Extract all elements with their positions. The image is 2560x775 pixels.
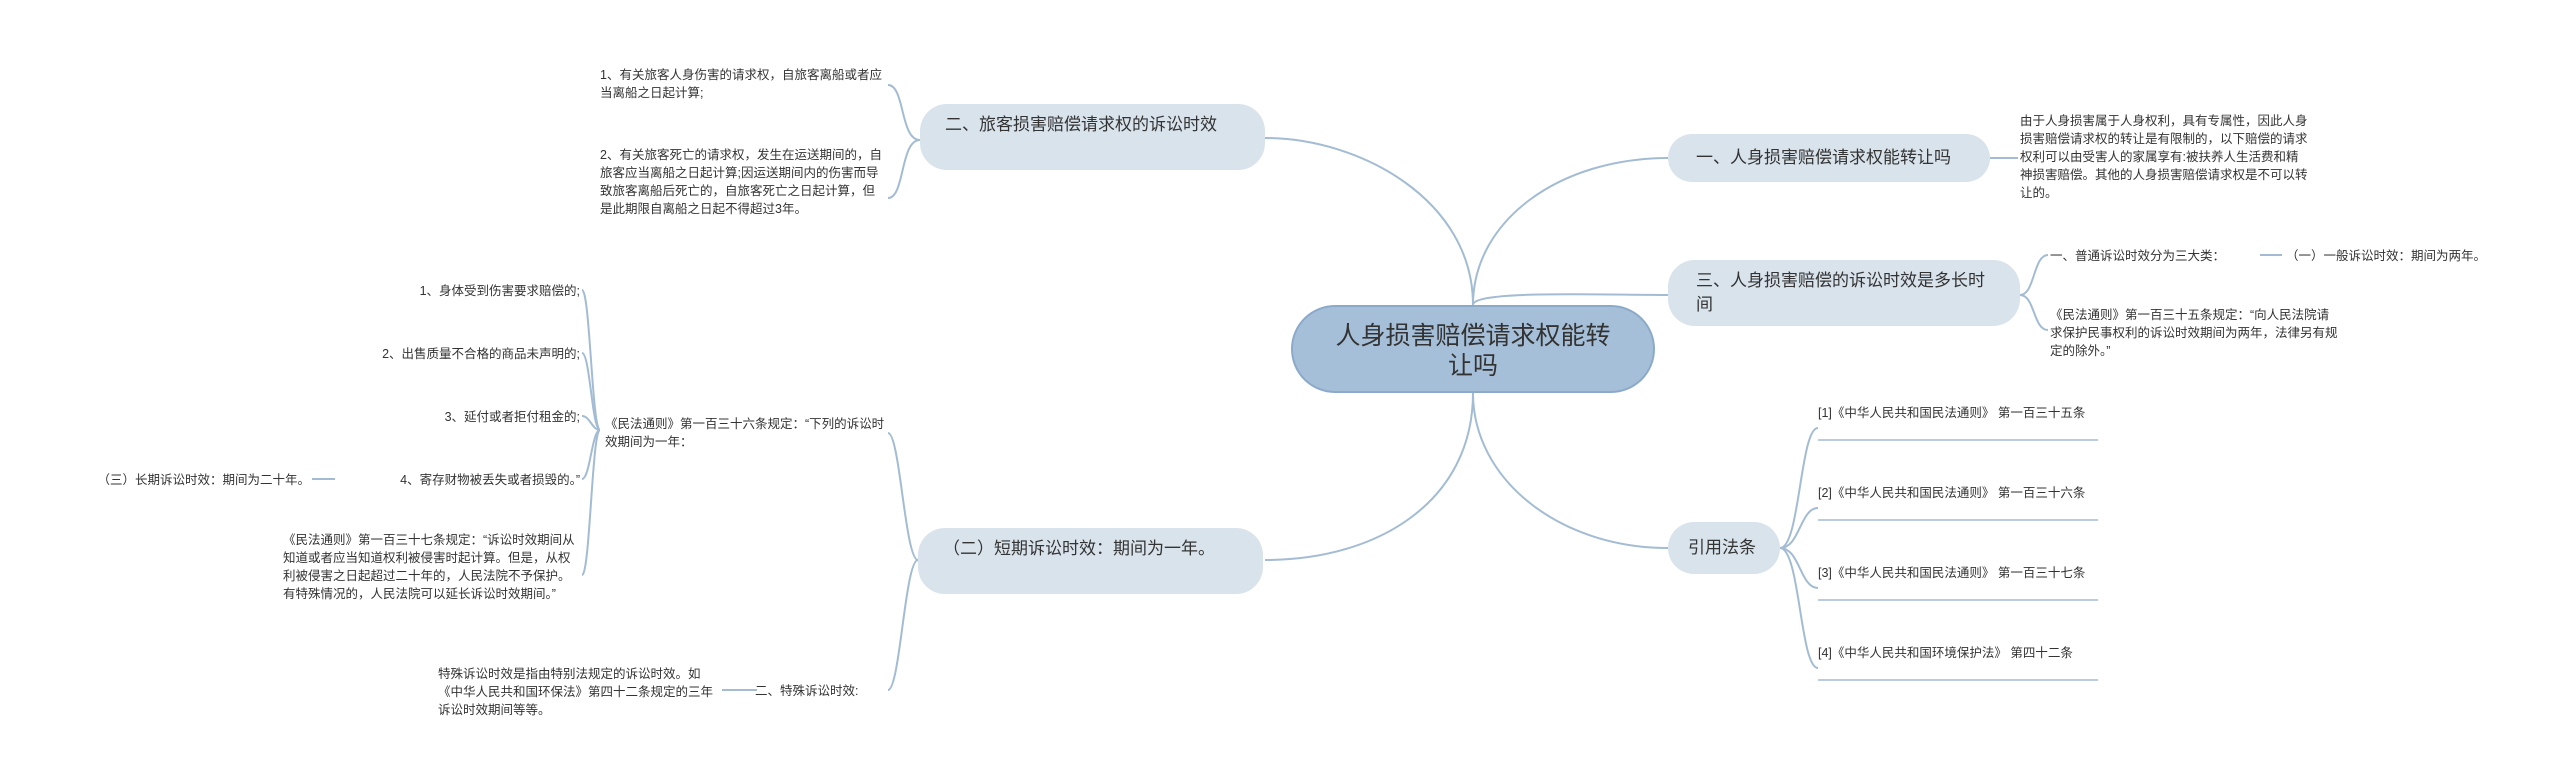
leaf-item-3: 3、延付或者拒付租金的; [330,408,580,426]
leaf-article-136: 《民法通则》第一百三十六条规定：“下列的诉讼时效期间为一年： [605,415,895,451]
leaf-item-2: 2、出售质量不合格的商品未声明的; [300,345,580,363]
leaf-transfer-detail: 由于人身损害属于人身权利，具有专属性，因此人身损害赔偿请求权的转让是有限制的，以… [2020,112,2310,202]
leaf-item-1: 1、身体受到伤害要求赔偿的; [330,282,580,300]
leaf-passenger-death: 2、有关旅客死亡的请求权，发生在运送期间的，自旅客应当离船之日起计算;因运送期间… [600,146,885,218]
branch-transferability[interactable]: 一、人身损害赔偿请求权能转让吗 [1668,134,1990,182]
branch-short-limitation[interactable]: （二）短期诉讼时效：期间为一年。 [918,528,1263,594]
branch-label: 引用法条 [1688,538,1756,557]
leaf-text: [4]《中华人民共和国环境保护法》 第四十二条 [1818,646,2073,660]
leaf-text: 《民法通则》第一百三十七条规定：“诉讼时效期间从知道或者应当知道权利被侵害时起计… [283,533,575,601]
leaf-article-137: 《民法通则》第一百三十七条规定：“诉讼时效期间从知道或者应当知道权利被侵害时起计… [283,531,578,603]
leaf-text: 特殊诉讼时效是指由特别法规定的诉讼时效。如《中华人民共和国环保法》第四十二条规定… [438,667,714,717]
leaf-text: 二、特殊诉讼时效: [755,684,859,698]
citation-2[interactable]: [2]《中华人民共和国民法通则》 第一百三十六条 [1818,484,2098,502]
leaf-text: [2]《中华人民共和国民法通则》 第一百三十六条 [1818,486,2086,500]
leaf-general-limitation: （一）一般诉讼时效：期间为两年。 [2286,247,2526,265]
leaf-item-4: 4、寄存财物被丢失或者损毁的。” [338,471,580,489]
leaf-text: [3]《中华人民共和国民法通则》 第一百三十七条 [1818,566,2086,580]
branch-label: 一、人身损害赔偿请求权能转让吗 [1696,148,1951,167]
branch-label: 二、旅客损害赔偿请求权的诉讼时效 [945,115,1217,134]
branch-label: 三、人身损害赔偿的诉讼时效是多长时间 [1696,271,1985,314]
leaf-text: 由于人身损害属于人身权利，具有专属性，因此人身损害赔偿请求权的转让是有限制的，以… [2020,114,2308,200]
leaf-text: （一）一般诉讼时效：期间为两年。 [2286,249,2487,263]
leaf-text: 3、延付或者拒付租金的; [444,410,580,424]
branch-cited-laws[interactable]: 引用法条 [1668,522,1780,574]
citation-3[interactable]: [3]《中华人民共和国民法通则》 第一百三十七条 [1818,564,2098,582]
leaf-long-limitation: （三）长期诉讼时效：期间为二十年。 [70,471,310,489]
leaf-article-135: 《民法通则》第一百三十五条规定：“向人民法院请求保护民事权利的诉讼时效期间为两年… [2050,306,2340,360]
leaf-special-limitation: 二、特殊诉讼时效: [755,682,885,700]
leaf-text: 4、寄存财物被丢失或者损毁的。” [400,473,580,487]
branch-label: （二）短期诉讼时效：期间为一年。 [943,539,1215,558]
leaf-ordinary-limitation: 一、普通诉讼时效分为三大类： [2050,247,2265,265]
branch-passenger-limitation[interactable]: 二、旅客损害赔偿请求权的诉讼时效 [920,104,1265,170]
leaf-text: 《民法通则》第一百三十五条规定：“向人民法院请求保护民事权利的诉讼时效期间为两年… [2050,308,2338,358]
leaf-text: [1]《中华人民共和国民法通则》 第一百三十五条 [1818,406,2086,420]
citation-4[interactable]: [4]《中华人民共和国环境保护法》 第四十二条 [1818,644,2098,662]
leaf-text: 1、身体受到伤害要求赔偿的; [419,284,580,298]
leaf-text: 2、有关旅客死亡的请求权，发生在运送期间的，自旅客应当离船之日起计算;因运送期间… [600,148,882,216]
root-node[interactable]: 人身损害赔偿请求权能转让吗 [1291,305,1655,393]
leaf-text: 《民法通则》第一百三十六条规定：“下列的诉讼时效期间为一年： [605,417,885,449]
leaf-passenger-injury: 1、有关旅客人身伤害的请求权，自旅客离船或者应当离船之日起计算; [600,66,885,102]
citation-1[interactable]: [1]《中华人民共和国民法通则》 第一百三十五条 [1818,404,2098,422]
leaf-text: 1、有关旅客人身伤害的请求权，自旅客离船或者应当离船之日起计算; [600,68,882,100]
leaf-special-detail: 特殊诉讼时效是指由特别法规定的诉讼时效。如《中华人民共和国环保法》第四十二条规定… [438,665,723,719]
branch-limitation-period[interactable]: 三、人身损害赔偿的诉讼时效是多长时间 [1668,260,2020,326]
root-label: 人身损害赔偿请求权能转让吗 [1335,322,1611,380]
leaf-text: 2、出售质量不合格的商品未声明的; [382,347,580,361]
leaf-text: （三）长期诉讼时效：期间为二十年。 [97,473,310,487]
leaf-text: 一、普通诉讼时效分为三大类： [2050,249,2226,263]
